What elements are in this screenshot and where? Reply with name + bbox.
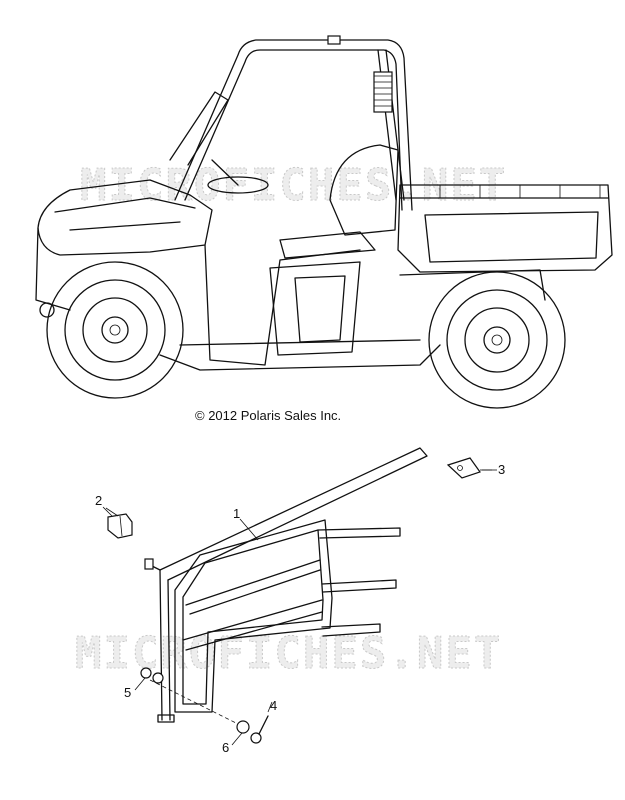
callout-5: 5	[124, 685, 131, 700]
part-4-bolt	[250, 715, 269, 744]
rear-wheel	[428, 271, 566, 409]
watermark-bottom: MICROFICHES.NET	[75, 628, 502, 679]
part-5-nut	[140, 667, 164, 684]
callout-3: 3	[498, 462, 505, 477]
part-6-washer	[236, 720, 250, 734]
copyright-text: © 2012 Polaris Sales Inc.	[195, 408, 341, 423]
callout-2: 2	[95, 493, 102, 508]
part-2-clip	[105, 507, 133, 539]
utv-vehicle-illustration	[35, 35, 613, 409]
front-wheel	[46, 261, 184, 399]
callout-4: 4	[270, 698, 277, 713]
part-3-bracket	[446, 457, 492, 479]
shock-spring	[373, 71, 393, 113]
side-frame-assembly	[144, 447, 428, 726]
callout-1: 1	[233, 506, 240, 521]
callout-6: 6	[222, 740, 229, 755]
